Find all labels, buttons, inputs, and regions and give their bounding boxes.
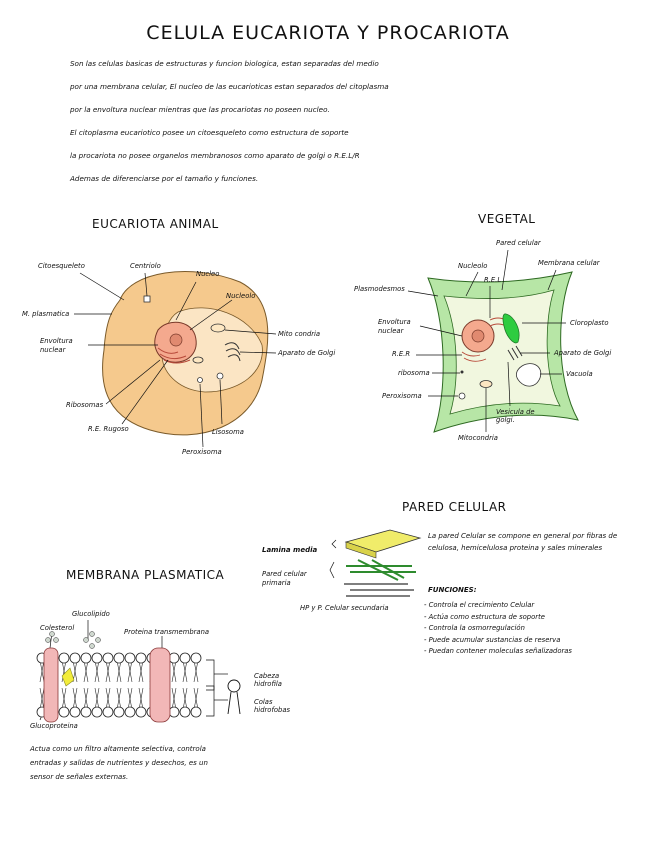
phospholipid-head: [92, 707, 102, 717]
phospholipid-head: [114, 707, 124, 717]
phospholipid-tail: [128, 688, 132, 707]
phospholipid-tail: [74, 688, 78, 707]
phospholipid-head: [169, 653, 179, 663]
glycolipid-sugar: [84, 638, 89, 643]
phospholipid-tail: [173, 663, 177, 682]
phospholipid-tail: [140, 663, 144, 682]
phospholipid-tail: [106, 663, 110, 682]
membrana-label-colesterol: Colesterol: [40, 624, 74, 632]
glycoprotein-sugar: [54, 638, 59, 643]
phospholipid-head: [70, 653, 80, 663]
phospholipid-tail: [106, 688, 110, 707]
phospholipid-tail: [173, 688, 177, 707]
membrana-label-colas: Colas hidrofobas: [254, 698, 300, 714]
phospholipid-head: [125, 653, 135, 663]
glycolipid-sugar: [90, 632, 95, 637]
phospholipid-head: [103, 653, 113, 663]
phospholipid-tail: [85, 663, 89, 682]
phospholipid-tail: [194, 688, 198, 707]
membrana-label-proteina: Proteina transmembrana: [124, 628, 209, 636]
phospholipid-head: [59, 707, 69, 717]
phospholipid-tail: [117, 688, 121, 707]
membrana-label-cabeza: Cabeza hidrofila: [254, 672, 300, 688]
glycoprotein: [44, 648, 58, 722]
phospholipid-tail: [195, 663, 199, 682]
phospholipid-tail: [117, 663, 121, 682]
phospholipid-tail: [40, 688, 44, 707]
phospholipid-head: [59, 653, 69, 663]
membrana-desc-line: entradas y salidas de nutrientes y desec…: [30, 756, 330, 770]
phospholipid-tail: [128, 663, 132, 682]
phospholipid-head: [81, 653, 91, 663]
phospholipid-tail: [96, 663, 100, 682]
phospholipid-tail: [183, 688, 187, 707]
phospholipid-head: [81, 707, 91, 717]
phospholipid-tail: [73, 688, 77, 707]
phospholipid-head: [114, 653, 124, 663]
phospholipid-icon: [228, 680, 240, 714]
phospholipid-tail: [129, 688, 133, 707]
glycoprotein-sugar: [46, 638, 51, 643]
phospholipid-head: [136, 707, 146, 717]
phospholipid-head: [92, 653, 102, 663]
phospholipid-tail: [85, 688, 89, 707]
membrana-label-glucoproteina: Glucoproteina: [30, 722, 78, 730]
phospholipid-tail: [84, 688, 88, 707]
phospholipid-head: [103, 707, 113, 717]
membrana-desc-line: Actua como un filtro altamente selectiva…: [30, 742, 330, 756]
phospholipid-tail: [183, 663, 187, 682]
glycolipid-sugar: [96, 638, 101, 643]
phospholipid-tail: [140, 688, 144, 707]
phospholipid-tail: [40, 663, 44, 682]
membrana-label-glucolipido: Glucolipido: [72, 610, 110, 618]
glycolipid-sugar: [90, 644, 95, 649]
phospholipid-tail: [184, 663, 188, 682]
transmembrane-protein: [150, 648, 170, 722]
phospholipid-head: [136, 653, 146, 663]
phospholipid-tail: [172, 663, 176, 682]
phospholipid-head: [70, 707, 80, 717]
phospholipid-tail: [62, 688, 66, 707]
phospholipid-tail: [95, 688, 99, 707]
glycoprotein-sugar: [50, 632, 55, 637]
phospholipid-head: [125, 707, 135, 717]
phospholipid-tail: [63, 688, 67, 707]
phospholipid-tail: [84, 663, 88, 682]
membrana-description: Actua como un filtro altamente selectiva…: [30, 742, 330, 784]
phospholipid-tail: [184, 688, 188, 707]
phospholipid-head: [191, 707, 201, 717]
phospholipid-tail: [41, 663, 45, 682]
phospholipid-tail: [107, 663, 111, 682]
phospholipid-tail: [107, 688, 111, 707]
phospholipid-tail: [139, 663, 143, 682]
phospholipid-tail: [41, 688, 45, 707]
phospholipid-head: [191, 653, 201, 663]
membrana-desc-line: sensor de señales externas.: [30, 770, 330, 784]
phospholipid-tail: [195, 688, 199, 707]
phospholipid-tail: [139, 688, 143, 707]
phospholipid-head: [180, 707, 190, 717]
phospholipid-tail: [96, 688, 100, 707]
phospholipid-head: [180, 653, 190, 663]
phospholipid-tail: [194, 663, 198, 682]
phospholipid-tail: [118, 688, 122, 707]
phospholipid-tail: [172, 688, 176, 707]
phospholipid-tail: [95, 663, 99, 682]
phospholipid-tail: [118, 663, 122, 682]
phospholipid-head: [169, 707, 179, 717]
phospholipid-tail: [129, 663, 133, 682]
